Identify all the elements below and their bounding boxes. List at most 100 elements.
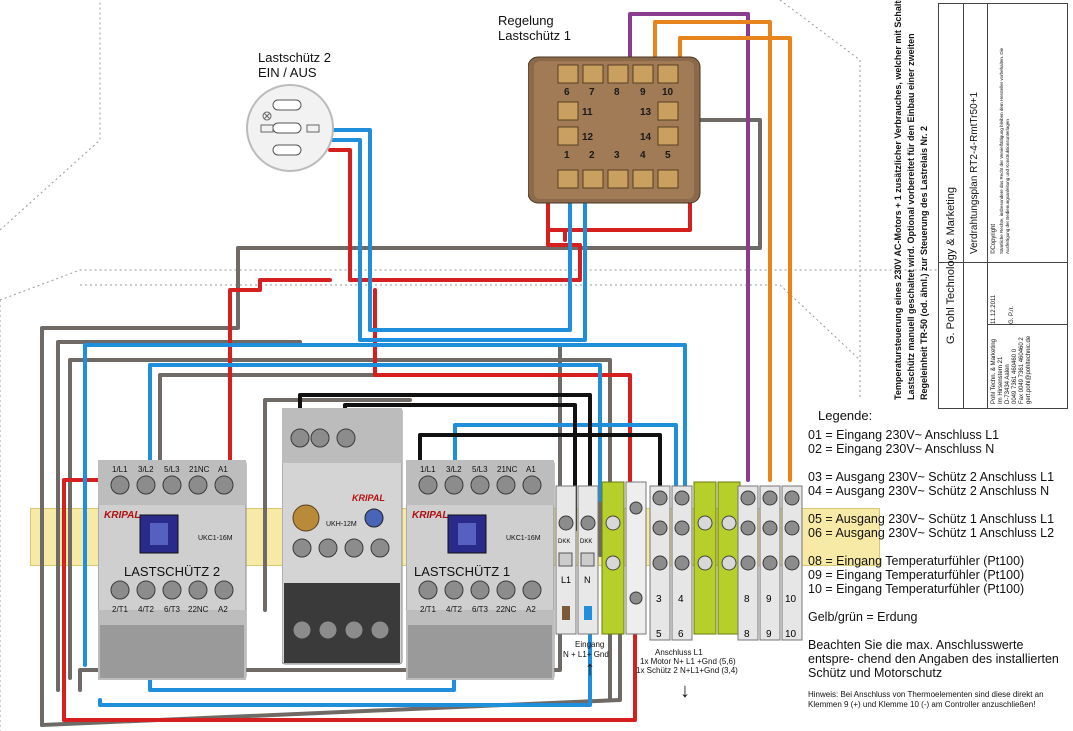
lastschuetz2-title: Lastschütz 2 bbox=[258, 50, 331, 65]
legend-item bbox=[808, 498, 1054, 512]
legend-item: 09 = Eingang Temperaturfühler (Pt100) bbox=[808, 568, 1025, 582]
anschluss-line1: 1x Motor N+ L1 +Gnd (5,6) bbox=[640, 657, 736, 666]
titleblock-address-5: gert.pohl@pohltechnic.de bbox=[1026, 335, 1032, 404]
arrow-up-icon: ↑ bbox=[585, 658, 595, 680]
contactor-lastschuetz1[interactable]: 1/L1 3/L2 5/L3 21NC A1 2/T1 4/T2 6/T3 22… bbox=[406, 460, 556, 680]
titleblock-copyright-text: Sämtliche Rechte, insbesondere das Recht… bbox=[999, 47, 1010, 254]
ctrl-num-2: 2 bbox=[589, 150, 595, 161]
c2-brand: KRIPAL bbox=[104, 510, 140, 521]
legend-hinweis: Hinweis: Bei Anschluss von Thermoelement… bbox=[808, 690, 1044, 709]
ctrl-num-9: 9 bbox=[640, 87, 646, 98]
wire-gray-1 bbox=[40, 118, 762, 727]
c1-bot-3: 22NC bbox=[496, 605, 517, 614]
titleblock-date: 11.12.2011 bbox=[991, 294, 997, 324]
c1-title: LASTSCHÜTZ 1 bbox=[414, 564, 510, 579]
description-line-3: Regeleinheit TR-50 (od. ähnl.) zur Steue… bbox=[919, 125, 929, 400]
c1-top-3: 21NC bbox=[497, 465, 518, 474]
legend-title: Legende: bbox=[818, 408, 873, 423]
ctrl-num-11: 11 bbox=[582, 107, 593, 118]
contactor2-screws-top bbox=[110, 475, 234, 495]
wire-gray-4 bbox=[40, 373, 622, 727]
titleblock-copyright-title: ©Copyright bbox=[991, 223, 997, 254]
c2-top-3: 21NC bbox=[189, 465, 210, 474]
ctrl-num-7: 7 bbox=[589, 87, 595, 98]
terminal-blocks[interactable]: DKK DKK L1 N 3 4 5 6 8 9 10 8 9 10 bbox=[554, 478, 810, 646]
term-num-5: 5 bbox=[656, 629, 662, 640]
contactor1-screws-bottom bbox=[418, 580, 542, 600]
eingang-title: Eingang bbox=[575, 640, 605, 649]
legend-note: Beachten Sie die max. Anschlusswerte ent… bbox=[808, 638, 1059, 680]
controller-screws bbox=[557, 64, 679, 189]
block-l1: L1 bbox=[561, 575, 571, 585]
c2-model: UKC1-16M bbox=[198, 535, 233, 542]
term-num-10b: 10 bbox=[785, 629, 797, 640]
c2-bot-3: 22NC bbox=[188, 605, 209, 614]
term-num-9a: 9 bbox=[766, 594, 772, 605]
titleblock-company: G. Pohl Technology & Marketing bbox=[945, 187, 957, 344]
ctrl-num-5: 5 bbox=[665, 150, 671, 161]
controller-tr50[interactable]: 6 7 8 9 10 11 12 13 14 1 2 3 4 5 bbox=[528, 55, 703, 205]
titleblock-address-2: D-73434 Aalen bbox=[1005, 364, 1011, 404]
anschluss-title: Anschluss L1 bbox=[655, 648, 703, 657]
wire-gray-5 bbox=[263, 398, 412, 612]
block-n: N bbox=[584, 575, 591, 585]
lastschuetz2-subtitle: EIN / AUS bbox=[258, 65, 317, 80]
legend-item: 08 = Eingang Temperaturfühler (Pt100) bbox=[808, 554, 1025, 568]
arrow-down-icon: ↓ bbox=[680, 680, 690, 702]
term-num-9b: 9 bbox=[766, 629, 772, 640]
wire-red-3 bbox=[62, 278, 332, 722]
overload-relay[interactable]: KRIPAL UKH-12M bbox=[282, 408, 404, 666]
wire-orange-1 bbox=[653, 20, 772, 482]
contactor-lastschuetz2[interactable]: 1/L1 3/L2 5/L3 21NC A1 2/T1 4/T2 6/T3 22… bbox=[98, 460, 248, 680]
c2-bot-0: 2/T1 bbox=[112, 605, 129, 614]
c1-top-2: 5/L3 bbox=[472, 465, 488, 474]
overload-brand: KRIPAL bbox=[352, 493, 385, 503]
ctrl-num-4: 4 bbox=[640, 150, 646, 161]
c2-top-4: A1 bbox=[218, 465, 228, 474]
regelung-title: Regelung bbox=[498, 13, 554, 28]
c1-bot-4: A2 bbox=[526, 605, 536, 614]
legend-item bbox=[808, 456, 1054, 470]
regelung-subtitle: Lastschütz 1 bbox=[498, 28, 571, 43]
legend-list: 01 = Eingang 230V~ Anschluss L1 02 = Ein… bbox=[808, 428, 1054, 596]
contactor2-screws-bottom bbox=[110, 580, 234, 600]
switch-lastschuetz2[interactable] bbox=[245, 83, 340, 178]
ctrl-num-3: 3 bbox=[614, 150, 620, 161]
ctrl-num-12: 12 bbox=[582, 132, 594, 143]
wire-blue-4 bbox=[148, 363, 602, 502]
eingang-subtitle: N + L1+ Gnd bbox=[563, 650, 609, 659]
legend-gelb-gruen: Gelb/grün = Erdung bbox=[808, 610, 918, 624]
legend-item: 06 = Ausgang 230V~ Schütz 1 Anschluss L2 bbox=[808, 526, 1055, 540]
titleblock-address-4: Fax 0049 7361 460460 2 bbox=[1019, 337, 1025, 404]
c1-top-0: 1/L1 bbox=[420, 465, 436, 474]
term-num-6: 6 bbox=[678, 629, 684, 640]
titleblock-address-1: Im Hirsenstern 21 bbox=[998, 356, 1004, 404]
anschluss-line2: 1x Schütz 2 N+L1+Gnd (3,4) bbox=[636, 666, 738, 675]
c2-bot-4: A2 bbox=[218, 605, 228, 614]
titleblock-address-3: 0049 7361 460460 0 bbox=[1012, 348, 1018, 404]
legend-item: 01 = Eingang 230V~ Anschluss L1 bbox=[808, 428, 1000, 442]
c2-top-0: 1/L1 bbox=[112, 465, 128, 474]
description-line-2: Lastschütz manuell geschaltet wird. Opti… bbox=[906, 33, 916, 400]
wire-blue-3 bbox=[83, 343, 687, 667]
c2-bot-1: 4/T2 bbox=[138, 605, 155, 614]
term-num-8b: 8 bbox=[744, 629, 750, 640]
c1-top-4: A1 bbox=[526, 465, 536, 474]
term-num-10a: 10 bbox=[785, 594, 797, 605]
c1-bot-0: 2/T1 bbox=[420, 605, 437, 614]
wire-black-1 bbox=[298, 393, 592, 502]
c1-bot-2: 6/T3 bbox=[472, 605, 489, 614]
titleblock-plan: Verdrahtungsplan RT2-4-RmtTr50+1 bbox=[969, 91, 980, 254]
title-block: G. Pohl Technology & Marketing Verdrahtu… bbox=[938, 3, 1068, 409]
c1-bot-1: 4/T2 bbox=[446, 605, 463, 614]
ctrl-num-8: 8 bbox=[614, 87, 620, 98]
contactor1-screws-top bbox=[418, 475, 542, 495]
term-num-4: 4 bbox=[678, 594, 684, 605]
titleblock-address-0: Pohl Techn. & Marketing bbox=[991, 339, 997, 404]
dkk-1: DKK bbox=[558, 539, 570, 545]
titleblock-author: G. P./r. bbox=[1009, 306, 1015, 324]
c1-model: UKC1-16M bbox=[506, 535, 541, 542]
c1-brand: KRIPAL bbox=[412, 510, 448, 521]
wire-red-1 bbox=[328, 148, 582, 282]
c1-top-1: 3/L2 bbox=[446, 465, 462, 474]
